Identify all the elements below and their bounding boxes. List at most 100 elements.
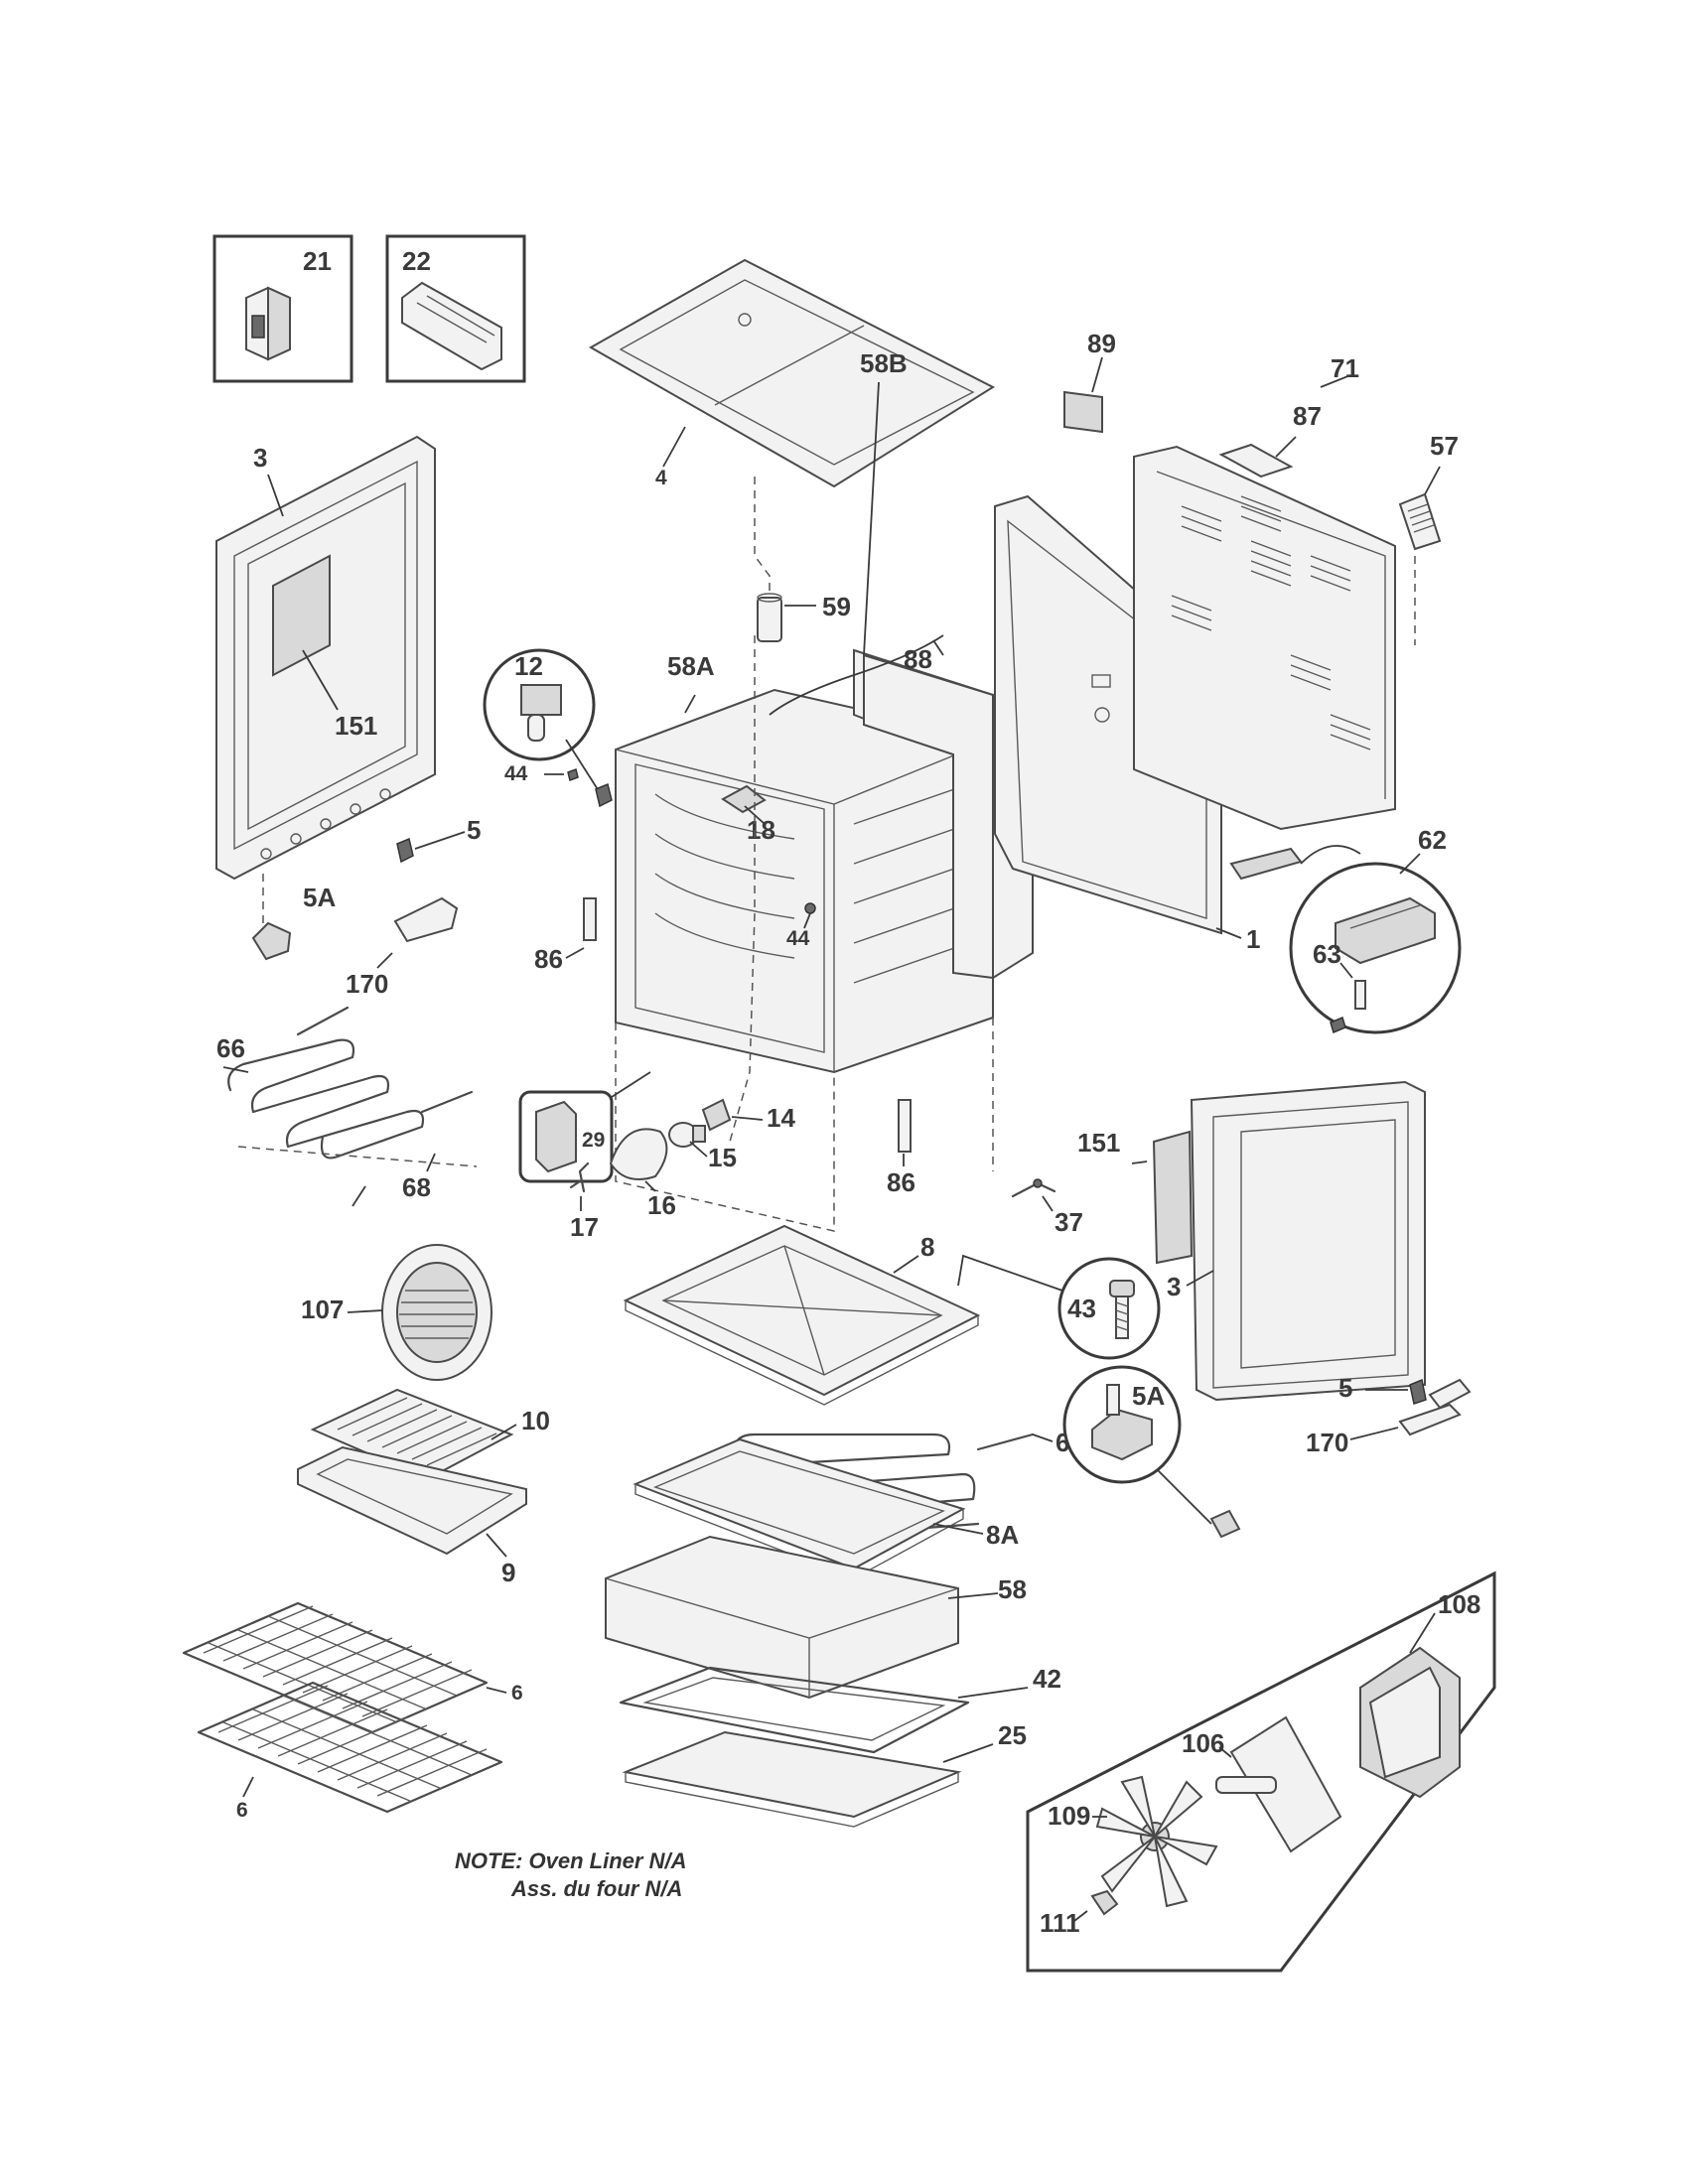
label-5A-left: 5A [303, 883, 336, 912]
label-89: 89 [1087, 329, 1116, 358]
label-5A-right: 5A [1132, 1381, 1165, 1411]
label-3-left: 3 [253, 443, 267, 473]
part-57: 57 [1398, 431, 1459, 645]
part-12-inset: 12 [483, 648, 602, 795]
part-87: 87 [1218, 401, 1322, 478]
label-15: 15 [708, 1143, 737, 1172]
label-63: 63 [1313, 939, 1341, 969]
fan-blade-109: 109 [1048, 1775, 1218, 1908]
label-3-right: 3 [1167, 1272, 1181, 1301]
label-151-right: 151 [1077, 1128, 1120, 1158]
part-89: 89 [1063, 329, 1116, 434]
label-44-upper: 44 [504, 762, 528, 785]
label-17: 17 [570, 1212, 599, 1242]
rear-cover-71: 71 [1133, 353, 1396, 831]
note-line-1: NOTE: Oven Liner N/A [455, 1848, 686, 1873]
inset-part-21: 21 [212, 234, 353, 383]
label-71: 71 [1331, 353, 1359, 383]
oven-cavity-58A: 58A [615, 651, 994, 1232]
hinge-right-5: 5 [1338, 1373, 1472, 1410]
top-panel-4: 4 [588, 258, 996, 489]
hinge-right-5A-inset: 5A [1062, 1365, 1241, 1539]
part-86-upper: 86 [534, 897, 597, 974]
label-21: 21 [303, 246, 332, 276]
label-43: 43 [1067, 1294, 1096, 1323]
fan-cover-107: 107 [301, 1244, 492, 1381]
panel-25: 25 [622, 1720, 1027, 1828]
part-86-lower: 86 [887, 1099, 915, 1197]
door-left-3: 3 151 [215, 435, 436, 881]
frame-42: 42 [619, 1664, 1061, 1754]
label-1: 1 [1246, 924, 1260, 954]
oven-bottom-8: 8 [623, 1224, 981, 1406]
label-58A: 58A [667, 651, 715, 681]
label-12: 12 [514, 651, 543, 681]
label-151-left: 151 [335, 711, 377, 741]
label-44-lower: 44 [786, 927, 810, 950]
label-8: 8 [920, 1232, 934, 1262]
terminal-block-62: 62 63 [1229, 825, 1462, 1034]
label-111: 111 [1040, 1908, 1080, 1938]
insulation-58: 58 [605, 1535, 1027, 1700]
broil-pan-9: 9 [297, 1445, 527, 1587]
back-panel-1: 1 [994, 494, 1260, 954]
hinge-right-170: 170 [1306, 1403, 1462, 1457]
label-88: 88 [904, 644, 932, 674]
bracket-151-right: 151 [1077, 1128, 1194, 1265]
hinge-left-5: 5 [396, 815, 481, 864]
door-right-3: 3 [1167, 1080, 1426, 1402]
lamp-clip-17: 17 [569, 1161, 599, 1242]
inset-part-22: 22 [385, 234, 526, 383]
label-5-right: 5 [1338, 1373, 1352, 1403]
label-8A: 8A [986, 1520, 1019, 1550]
label-4: 4 [655, 467, 667, 489]
label-25: 25 [998, 1720, 1027, 1750]
vent-slots [1171, 495, 1371, 751]
bracket-106: 106 [1182, 1715, 1342, 1853]
wire-88: 88 [769, 634, 944, 716]
lamp-bulb-15: 15 [668, 1122, 737, 1172]
part-29-inset: 29 [518, 1071, 651, 1183]
label-87: 87 [1293, 401, 1322, 431]
part-59: 59 [757, 592, 851, 642]
label-5-left: 5 [467, 815, 481, 845]
motor-108: 108 [1359, 1589, 1480, 1799]
label-6-lower: 6 [236, 1799, 248, 1822]
oven-rack-6-lower: 6 [197, 1681, 503, 1822]
label-57: 57 [1430, 431, 1459, 461]
label-58B: 58B [860, 348, 908, 378]
label-66: 66 [216, 1033, 245, 1063]
part-44-upper: 44 [504, 762, 613, 808]
label-6-upper: 6 [511, 1682, 523, 1705]
label-109: 109 [1048, 1801, 1090, 1831]
label-62: 62 [1418, 825, 1447, 855]
label-18: 18 [747, 815, 775, 845]
label-9: 9 [501, 1558, 515, 1587]
hinge-left-170: 170 [346, 896, 459, 999]
label-170-right: 170 [1306, 1428, 1348, 1457]
nut-111: 111 [1040, 1889, 1119, 1938]
convection-fan-inset: 108 106 109 111 [1026, 1570, 1496, 1973]
label-37: 37 [1055, 1207, 1083, 1237]
label-106: 106 [1182, 1728, 1224, 1758]
label-10: 10 [521, 1406, 550, 1435]
element-68: 68 [237, 1146, 478, 1207]
label-22: 22 [402, 246, 431, 276]
label-108: 108 [1438, 1589, 1480, 1619]
label-42: 42 [1033, 1664, 1061, 1694]
lamp-cover-16: 16 [609, 1128, 676, 1220]
label-29: 29 [582, 1129, 605, 1152]
label-58: 58 [998, 1574, 1027, 1604]
part-44-lower: 44 [729, 635, 816, 1143]
oven-bottom-8A: 8A [633, 1437, 1019, 1579]
lamp-socket-14: 14 [701, 1098, 795, 1133]
part-37: 37 [1011, 1178, 1083, 1237]
label-107: 107 [301, 1295, 344, 1324]
label-86-lower: 86 [887, 1167, 915, 1197]
label-16: 16 [647, 1190, 676, 1220]
label-14: 14 [767, 1103, 795, 1133]
label-68: 68 [402, 1172, 431, 1202]
hinge-left-5A: 5A [251, 874, 336, 961]
note-line-2: Ass. du four N/A [510, 1876, 682, 1901]
